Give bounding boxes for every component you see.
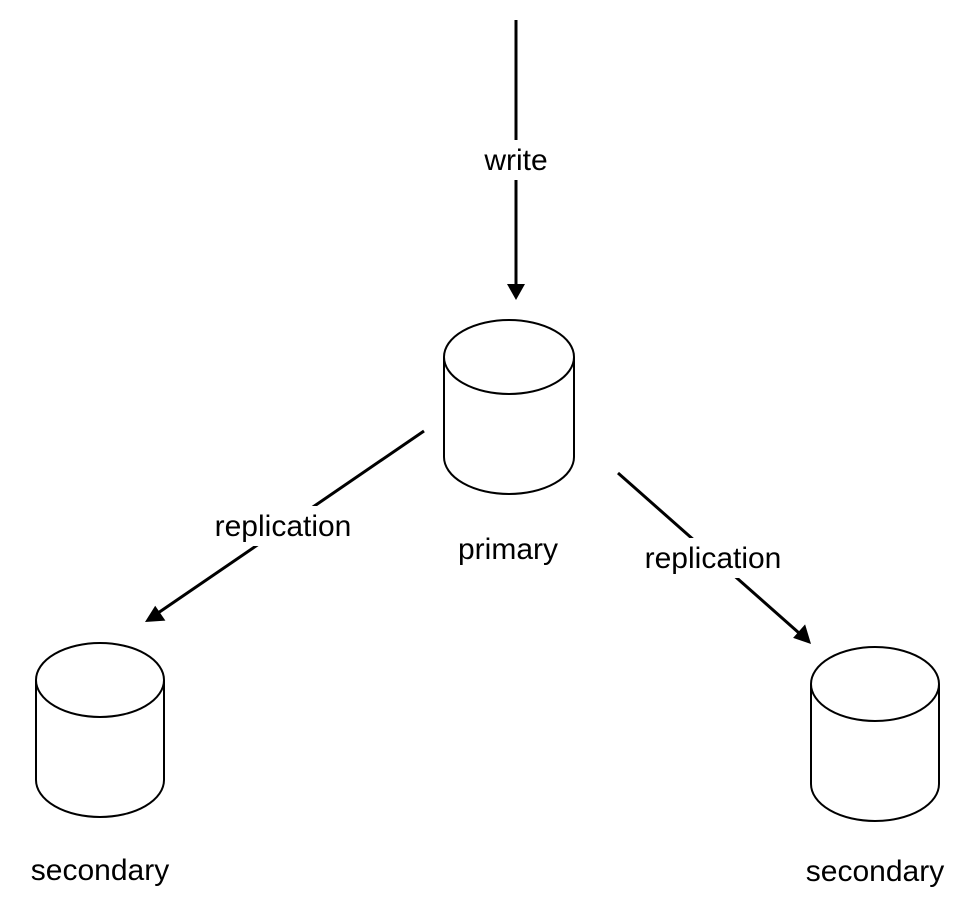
- primary-node-label: primary: [458, 533, 558, 566]
- secondary-right-cylinder-top-rim: [810, 683, 940, 722]
- write-label-background: [474, 140, 558, 180]
- primary-cylinder-icon: [443, 319, 575, 495]
- primary-database-node: primary: [443, 319, 575, 566]
- primary-cylinder-top-rim: [443, 356, 575, 395]
- replication-right-edge-label: replication: [645, 542, 782, 575]
- secondary-right-cylinder-icon: [810, 646, 940, 822]
- write-edge: write: [474, 20, 558, 300]
- replication-left-edge-label: replication: [215, 510, 352, 543]
- replication-left-arrowhead: [145, 605, 166, 622]
- replication-right-arrowhead: [793, 624, 811, 644]
- replication-edge-left: replication: [145, 429, 425, 622]
- replication-edge-right: replication: [617, 471, 811, 644]
- secondary-left-cylinder-icon: [35, 642, 165, 818]
- secondary-left-node-label: secondary: [31, 854, 169, 887]
- replication-left-label-background: [202, 506, 364, 546]
- write-arrowhead: [507, 284, 525, 300]
- secondary-left-database-node: secondary: [31, 642, 169, 887]
- secondary-left-cylinder-top-rim: [35, 679, 165, 718]
- replication-right-label-background: [632, 538, 794, 578]
- write-edge-label: write: [483, 144, 547, 177]
- secondary-right-node-label: secondary: [806, 855, 944, 888]
- secondary-right-database-node: secondary: [806, 646, 944, 888]
